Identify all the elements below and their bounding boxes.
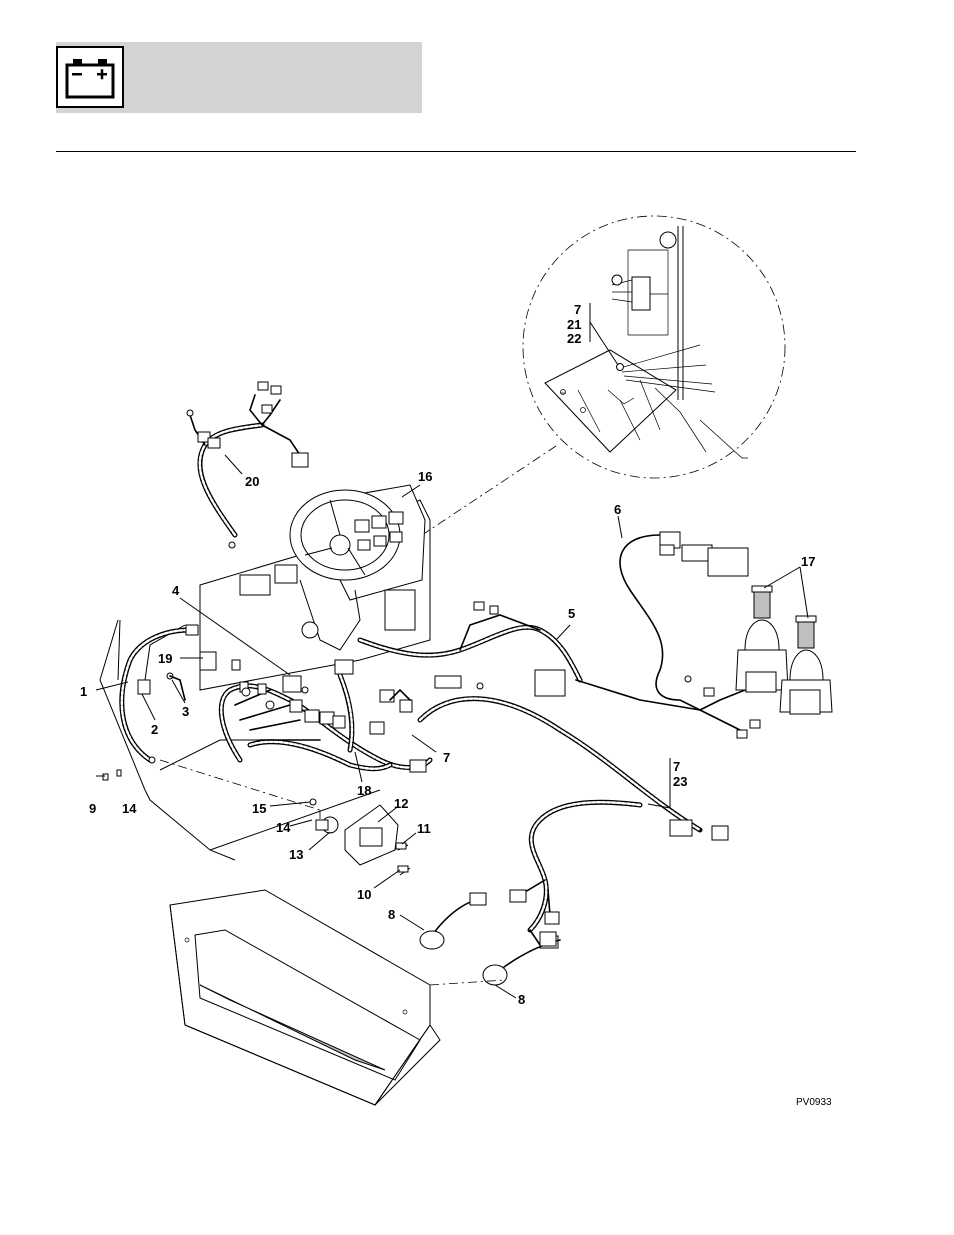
leader-lines [95, 454, 809, 999]
callout-23: 23 [673, 774, 687, 789]
figure-code: PV0933 [796, 1097, 832, 1108]
dash-console [199, 484, 431, 691]
callout-7: 7 [443, 750, 450, 765]
rotary-control-8-a [419, 892, 487, 950]
callout-1: 1 [80, 684, 87, 699]
callout-17: 17 [801, 554, 815, 569]
callout-8-lower: 8 [518, 992, 525, 1007]
callout-7-upper: 7 [673, 759, 680, 774]
callout-12: 12 [394, 796, 408, 811]
callout-8-upper: 8 [388, 907, 395, 922]
callout-4: 4 [172, 583, 180, 598]
harness-5 [357, 601, 701, 711]
callout-11: 11 [417, 821, 431, 836]
callout-16: 16 [418, 469, 432, 484]
callouts: 16 20 4 5 6 17 19 1 3 2 7 18 7 23 9 14 1… [80, 302, 832, 1108]
callout-6: 6 [614, 502, 621, 517]
detail-view [394, 215, 786, 554]
harness-7 [417, 696, 729, 949]
callout-5: 5 [568, 606, 575, 621]
callout-7-detail: 7 [574, 302, 581, 317]
callout-19: 19 [158, 651, 172, 666]
callout-22: 22 [567, 331, 581, 346]
harness-18 [199, 651, 433, 773]
joystick-17-a [735, 585, 789, 693]
sub-harness-20 [186, 381, 309, 549]
callout-2: 2 [151, 722, 158, 737]
callout-10: 10 [357, 887, 371, 902]
callout-15: 15 [252, 801, 266, 816]
callout-13: 13 [289, 847, 303, 862]
harness-6 [619, 531, 761, 739]
callout-3: 3 [182, 704, 189, 719]
rotary-control-8-b [482, 931, 561, 986]
callout-20: 20 [245, 474, 259, 489]
callout-21: 21 [567, 317, 581, 332]
callout-18: 18 [357, 783, 371, 798]
callout-14-left: 14 [122, 801, 137, 816]
battery-icon [56, 46, 124, 108]
callout-14: 14 [276, 820, 291, 835]
switch-assembly [159, 759, 411, 876]
header-rule [56, 151, 856, 152]
harness-1 [102, 624, 199, 781]
storage-tray [169, 889, 506, 1106]
callout-9: 9 [89, 801, 96, 816]
joystick-17-b [779, 615, 833, 715]
